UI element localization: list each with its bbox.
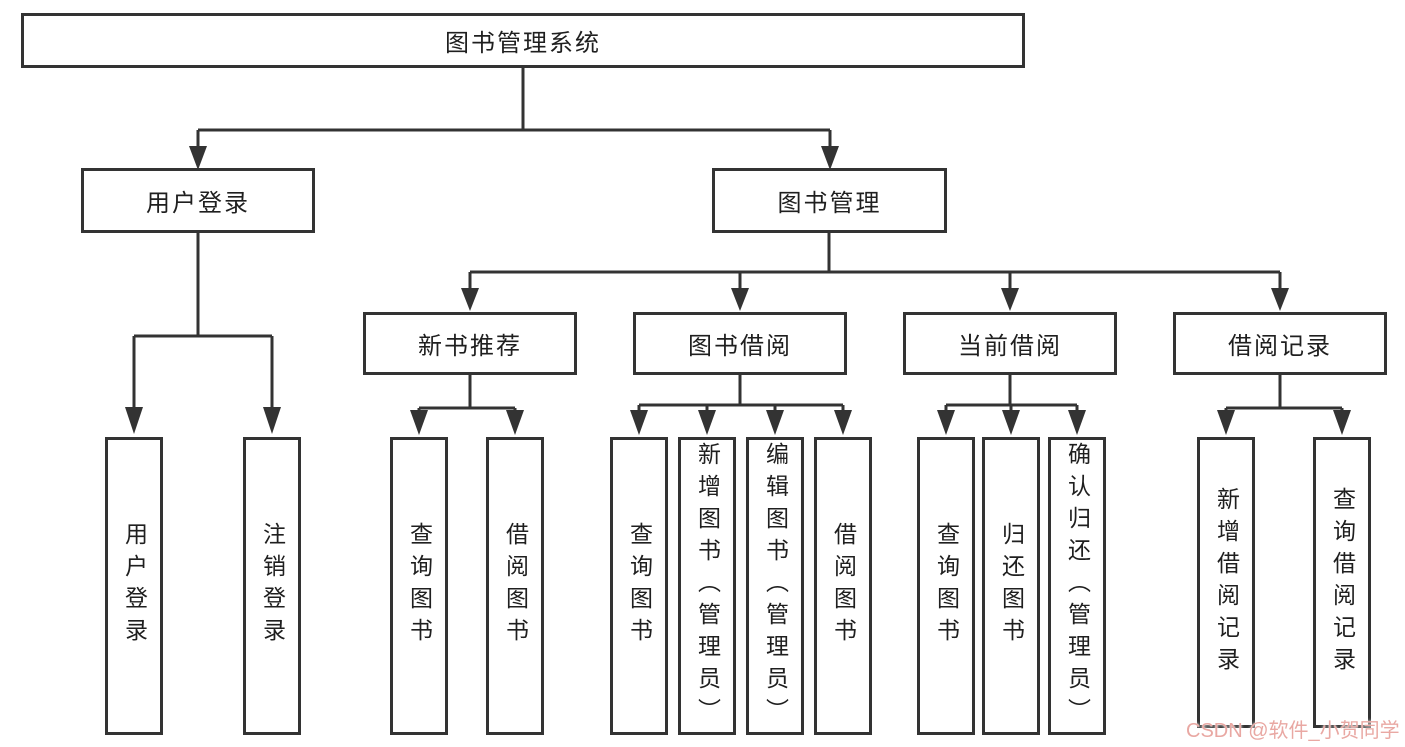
node-user-login-label: 用户登录	[146, 190, 250, 217]
node-book-borrow-label: 图书借阅	[688, 333, 792, 360]
leaf-borrow-book-recommend: 借阅图书	[486, 437, 544, 735]
arrowheads	[125, 146, 1351, 435]
leaf-borrow-book: 借阅图书	[814, 437, 872, 735]
leaf-query-book-current-label: 查询图书	[933, 522, 960, 650]
leaf-add-book-admin-label: 新增图书（管理员）	[694, 442, 721, 730]
leaf-borrow-book-recommend-label: 借阅图书	[502, 522, 529, 650]
leaf-add-borrow-record-label: 新增借阅记录	[1213, 486, 1240, 679]
node-root-label: 图书管理系统	[445, 30, 601, 57]
leaf-edit-book-admin: 编辑图书（管理员）	[746, 437, 804, 735]
leaf-edit-book-admin-label: 编辑图书（管理员）	[762, 442, 789, 730]
node-root-system: 图书管理系统	[21, 13, 1025, 68]
leaf-query-book-borrow: 查询图书	[610, 437, 668, 735]
leaf-query-book-current: 查询图书	[917, 437, 975, 735]
leaf-query-book-recommend-label: 查询图书	[406, 522, 433, 650]
leaf-confirm-return-admin-label: 确认归还（管理员）	[1064, 442, 1091, 730]
leaf-confirm-return-admin: 确认归还（管理员）	[1048, 437, 1106, 735]
leaf-user-login: 用户登录	[105, 437, 163, 735]
leaf-borrow-book-label: 借阅图书	[830, 522, 857, 650]
leaf-logout: 注销登录	[243, 437, 301, 735]
node-borrow-record-label: 借阅记录	[1228, 333, 1332, 360]
leaf-return-book: 归还图书	[982, 437, 1040, 735]
node-borrow-record: 借阅记录	[1173, 312, 1387, 375]
leaf-add-borrow-record: 新增借阅记录	[1197, 437, 1255, 728]
node-user-login: 用户登录	[81, 168, 315, 233]
leaf-user-login-label: 用户登录	[121, 522, 148, 650]
leaf-logout-label: 注销登录	[259, 522, 286, 650]
node-book-borrow: 图书借阅	[633, 312, 847, 375]
node-book-management: 图书管理	[712, 168, 947, 233]
leaf-query-borrow-record-label: 查询借阅记录	[1329, 486, 1356, 679]
leaf-query-book-recommend: 查询图书	[390, 437, 448, 735]
csdn-watermark: CSDN @软件_小贺同学	[1186, 720, 1400, 742]
node-new-book-recommend-label: 新书推荐	[418, 333, 522, 360]
node-current-borrow: 当前借阅	[903, 312, 1117, 375]
node-book-management-label: 图书管理	[777, 190, 882, 217]
leaf-return-book-label: 归还图书	[998, 522, 1025, 650]
node-new-book-recommend: 新书推荐	[363, 312, 577, 375]
leaf-query-book-borrow-label: 查询图书	[626, 522, 653, 650]
leaf-query-borrow-record: 查询借阅记录	[1313, 437, 1371, 728]
node-current-borrow-label: 当前借阅	[958, 333, 1062, 360]
leaf-add-book-admin: 新增图书（管理员）	[678, 437, 736, 735]
